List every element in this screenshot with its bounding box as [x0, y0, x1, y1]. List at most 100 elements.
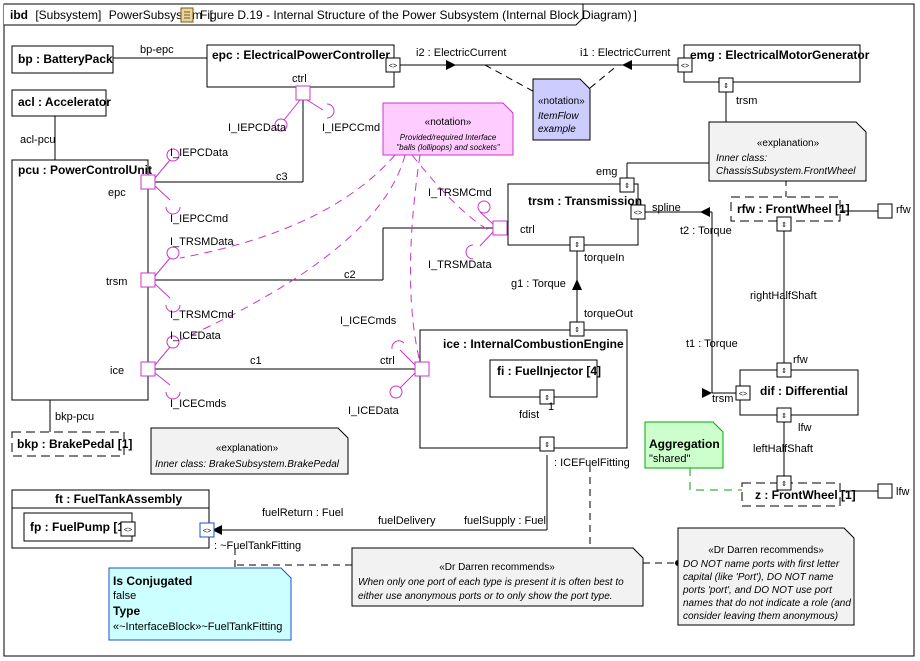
part-epc: epc : ElectricalPowerController	[212, 48, 390, 62]
label-rfw-port: rfw	[896, 204, 911, 216]
part-z: z : FrontWheel [1]	[755, 488, 856, 502]
svg-text:either use anonymous ports or: either use anonymous ports or to only sh…	[358, 591, 613, 602]
conjugated-port	[199, 522, 215, 538]
label-fuelreturn: fuelReturn : Fuel	[262, 507, 343, 519]
label-lefthalfshaft: leftHalfShaft	[753, 443, 813, 455]
label-t2: t2 : Torque	[680, 225, 732, 237]
label-fdist: fdist	[519, 409, 539, 421]
svg-text:«explanation»: «explanation»	[757, 138, 820, 149]
label-pcu-ice: ice	[110, 365, 124, 377]
flow-ports	[120, 57, 893, 537]
part-acl: acl : Accelerator	[18, 95, 111, 109]
part-emg: emg : ElectricalMotorGenerator	[690, 48, 870, 62]
connectors	[49, 57, 878, 531]
label-epc-ctrl: ctrl	[292, 73, 307, 85]
svg-text:consider leaving them anonymou: consider leaving them anonymous)	[683, 611, 838, 622]
svg-text:«Dr Darren recommends»: «Dr Darren recommends»	[708, 545, 824, 556]
part-trsm: trsm : Transmission	[528, 194, 642, 208]
label-ice-ctrl: ctrl	[380, 355, 395, 367]
label-iepcdata: I_IEPCData	[228, 122, 287, 134]
svg-text:names that do not indicate a r: names that do not indicate a role (and	[683, 598, 851, 609]
label-pcu-iepcdata: I_IEPCData	[170, 147, 229, 159]
aggregation-anchor	[689, 468, 742, 491]
label-righthalfshaft: rightHalfShaft	[750, 290, 817, 302]
port-glyphs: <> <> ⇕ ⇕ <> ⇕ ⇕ ⇕ ⇕ ⇕ <> ⇕ ⇕ ⇕ <> <>	[124, 63, 787, 535]
label-fueltankfitting: : ~FuelTankFitting	[214, 540, 301, 552]
part-rfw: rfw : FrontWheel [1]	[737, 202, 850, 216]
svg-text:Aggregation: Aggregation	[649, 437, 720, 451]
lollipops-sockets	[154, 99, 494, 400]
label-multiplicity: 1	[548, 401, 554, 413]
frame-header-tab	[4, 3, 584, 26]
label-ice-icecmds: I_ICECmds	[340, 315, 397, 327]
label-pcu-icedata: I_ICEData	[170, 330, 222, 342]
svg-text:⇕: ⇕	[781, 412, 787, 420]
fuel-arrow-return	[212, 525, 222, 535]
svg-text:When only one port of each typ: When only one port of each type is prese…	[358, 577, 624, 588]
label-pcu-iepccmd: I_IEPCCmd	[170, 213, 228, 225]
label-acl-pcu: acl-pcu	[20, 134, 55, 146]
part-dif: dif : Differential	[760, 384, 848, 398]
label-c3: c3	[276, 171, 288, 183]
svg-text:«Dr Darren recommends»: «Dr Darren recommends»	[439, 562, 555, 573]
label-ice-icedata: I_ICEData	[348, 405, 400, 417]
part-boxes	[11, 44, 861, 549]
svg-text:capital (like 'Port'), DO NOT: capital (like 'Port'), DO NOT name	[683, 572, 834, 583]
label-g1: g1 : Torque	[511, 278, 566, 290]
label-bkp-pcu: bkp-pcu	[55, 411, 94, 423]
label-fuelsupply: fuelSupply : Fuel	[464, 515, 546, 527]
svg-text:«~InterfaceBlock»~FuelTankFitt: «~InterfaceBlock»~FuelTankFitting	[113, 621, 282, 633]
part-ice: ice : InternalCombustionEngine	[443, 337, 624, 351]
svg-text:⇕: ⇕	[544, 394, 550, 402]
svg-text:⇕: ⇕	[723, 82, 729, 90]
svg-text:DO NOT name ports with first l: DO NOT name ports with first letter	[683, 559, 840, 570]
shared-part-boxes	[11, 196, 841, 507]
svg-text:ports 'port', and DO NOT use p: ports 'port', and DO NOT use port	[682, 585, 833, 596]
svg-text:false: false	[113, 590, 136, 602]
note-darren-port-naming: «Dr Darren recommends» DO NOT name ports…	[677, 527, 855, 626]
torque-arrow-g1	[572, 279, 582, 290]
svg-text:«explanation»: «explanation»	[216, 443, 279, 454]
label-c2: c2	[344, 269, 356, 281]
label-spline: spline	[652, 202, 681, 214]
part-bp: bp : BatteryPack	[18, 52, 113, 66]
label-pcu-trsm: trsm	[106, 276, 127, 288]
svg-text:<>: <>	[203, 528, 211, 535]
itemflow-arrow-i2	[446, 60, 456, 70]
svg-text:<>: <>	[681, 63, 689, 70]
svg-text:⇕: ⇕	[574, 326, 580, 334]
svg-text:⇕: ⇕	[544, 441, 550, 449]
frame-header: ibd [Subsystem] PowerSubsystem [	[10, 8, 213, 22]
label-pcu-itrsmdata: I_TRSMData	[170, 236, 234, 248]
label-trsm-ctrl: ctrl	[520, 224, 535, 236]
note-aggregation: Aggregation "shared"	[644, 421, 724, 469]
label-dif-trsm: trsm	[712, 393, 733, 405]
note-explanation-chassis: «explanation» Inner class: ChassisSubsys…	[708, 121, 867, 182]
svg-text:⇕: ⇕	[781, 221, 787, 229]
svg-text:"balls (lollipops) and sockets: "balls (lollipops) and sockets"	[396, 143, 501, 152]
label-i2: i2 : ElectricCurrent	[416, 47, 506, 59]
torque-arrow-t1	[702, 388, 712, 398]
part-pcu: pcu : PowerControlUnit	[18, 163, 152, 177]
label-dif-lfw: lfw	[798, 422, 812, 434]
svg-text:Provided/required Interface: Provided/required Interface	[400, 133, 497, 142]
svg-text:Type: Type	[113, 604, 140, 618]
itemflow-arrow-i1	[622, 60, 632, 70]
svg-text:⇕: ⇕	[781, 480, 787, 488]
svg-text:⇕: ⇕	[574, 241, 580, 249]
svg-text:«notation»: «notation»	[538, 96, 585, 107]
note-darren-anonymous-ports: «Dr Darren recommends» When only one por…	[351, 547, 644, 607]
part-fp: fp : FuelPump [1]	[30, 520, 128, 534]
part-ft: ft : FuelTankAssembly	[55, 492, 182, 506]
svg-text:<>: <>	[389, 63, 397, 70]
svg-text:<>: <>	[634, 210, 642, 217]
label-fueldelivery: fuelDelivery	[378, 515, 436, 527]
svg-text:<>: <>	[124, 527, 132, 534]
label-torquein: torqueIn	[584, 252, 624, 264]
svg-text:<>: <>	[739, 391, 747, 398]
notation-anchors	[179, 154, 493, 371]
note-notation-itemflow: «notation» ItemFlow example	[532, 78, 591, 141]
label-emg: emg	[596, 166, 617, 178]
svg-text:Inner class:: Inner class:	[716, 153, 767, 164]
